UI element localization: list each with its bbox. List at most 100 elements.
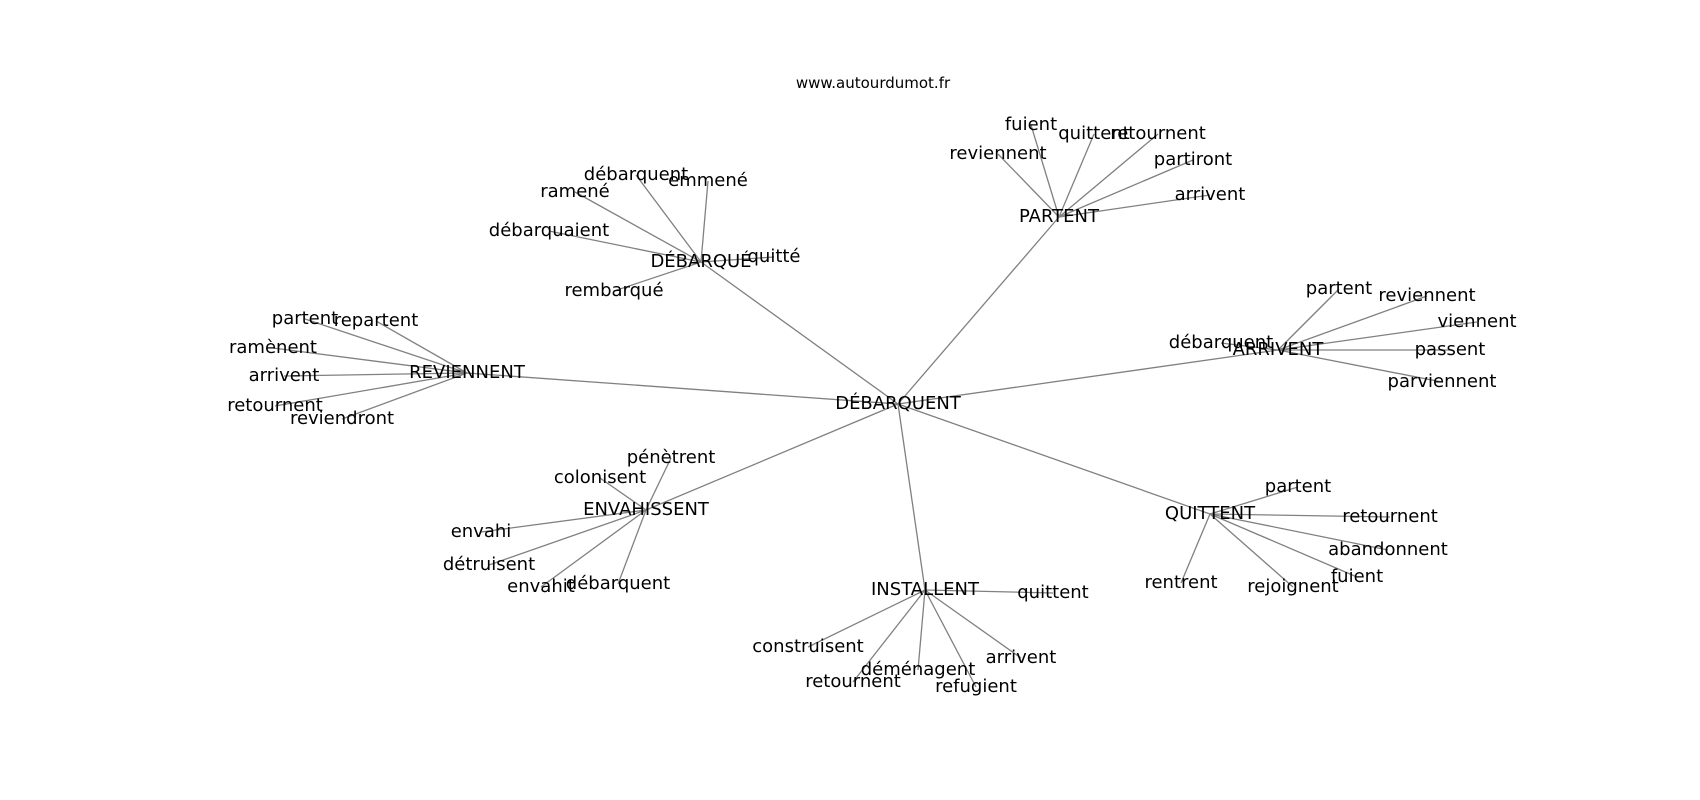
edge-arrivent-to-viennent xyxy=(1277,321,1478,351)
hub-word-partent[interactable]: PARTENT xyxy=(1019,206,1100,227)
leaf-word-quittent-rentrent[interactable]: rentrent xyxy=(1144,572,1217,593)
leaf-word-quittent-fuient[interactable]: fuient xyxy=(1331,566,1383,587)
leaf-word-partent-fuient[interactable]: fuient xyxy=(1005,114,1057,135)
edge-envahissent-to-envahi xyxy=(480,509,647,533)
leaf-word-reviennent-ramenent[interactable]: ramènent xyxy=(229,337,317,358)
edge-reviennent-to-arrivent xyxy=(283,372,468,377)
edge-partent-to-reviennent xyxy=(997,153,1060,218)
edge-installent-to-construisent xyxy=(807,589,926,648)
leaf-word-debarque-quitte[interactable]: quitté xyxy=(747,246,800,267)
edge-reviennent-to-repartent xyxy=(375,320,468,374)
leaf-word-reviennent-reviendront[interactable]: reviendront xyxy=(290,408,394,429)
edge-arrivent-to-parviennent xyxy=(1277,349,1443,383)
leaf-word-arrivent-viennent[interactable]: viennent xyxy=(1437,311,1516,332)
edge-installent-to-demenagent xyxy=(917,589,926,671)
leaf-word-partent-partiront[interactable]: partiront xyxy=(1154,149,1232,170)
leaf-word-partent-retournent[interactable]: retournent xyxy=(1110,123,1206,144)
edge-center-to-debarque xyxy=(700,261,899,405)
leaf-word-quittent-partent[interactable]: partent xyxy=(1265,476,1331,497)
edge-debarque-to-emmene xyxy=(700,180,709,263)
leaf-word-installent-refugient[interactable]: refugient xyxy=(935,676,1017,697)
edge-debarque-to-ramene xyxy=(574,191,702,263)
edge-center-to-arrivent xyxy=(897,349,1279,405)
edge-reviennent-to-ramenent xyxy=(272,347,468,374)
edge-quittent-to-rejoignent xyxy=(1209,513,1294,588)
center-word[interactable]: DÉBARQUENT xyxy=(835,392,962,414)
edge-quittent-to-rentrent xyxy=(1180,513,1211,584)
leaf-word-envahissent-envahi[interactable]: envahi xyxy=(451,521,512,542)
edge-envahissent-to-colonisent xyxy=(599,477,647,511)
graph-labels: www.autourdumot.fr DÉBARQUENT PARTENT fuie… xyxy=(227,74,1516,697)
hub-word-arrivent[interactable]: ARRIVENT xyxy=(1233,339,1325,360)
edge-quittent-to-retournent xyxy=(1209,513,1391,518)
leaf-word-envahissent-penetrent[interactable]: pénètrent xyxy=(627,447,716,468)
edge-center-to-envahissent xyxy=(645,403,899,511)
leaf-word-reviennent-partent[interactable]: partent xyxy=(272,308,338,329)
leaf-word-debarque-ramene[interactable]: ramené xyxy=(540,181,610,202)
leaf-word-debarque-emmene[interactable]: emmené xyxy=(668,170,748,191)
edge-center-to-quittent xyxy=(897,403,1211,515)
edge-partent-to-partiront xyxy=(1058,159,1194,218)
site-watermark: www.autourdumot.fr xyxy=(796,74,951,92)
edge-installent-to-arrivent xyxy=(924,589,1022,659)
edge-quittent-to-partent xyxy=(1209,486,1299,515)
leaf-word-partent-reviennent[interactable]: reviennent xyxy=(949,143,1046,164)
leaf-word-envahissent-debarquent[interactable]: débarquent xyxy=(566,573,670,594)
edge-quittent-to-abandonnent xyxy=(1209,513,1389,551)
leaf-word-installent-quittent[interactable]: quittent xyxy=(1017,582,1089,603)
leaf-word-quittent-retournent[interactable]: retournent xyxy=(1342,506,1438,527)
leaf-word-quittent-abandonnent[interactable]: abandonnent xyxy=(1328,539,1448,560)
edge-debarque-to-debarquent xyxy=(635,174,702,263)
edge-arrivent-to-debarquent xyxy=(1220,342,1279,351)
edge-partent-to-quittent xyxy=(1058,133,1095,218)
hub-word-quittent[interactable]: QUITTENT xyxy=(1165,503,1256,524)
leaf-word-arrivent-passent[interactable]: passent xyxy=(1415,339,1486,360)
edge-debarque-to-quitte xyxy=(700,256,775,263)
edge-reviennent-to-reviendront xyxy=(341,372,468,420)
edge-arrivent-to-partent xyxy=(1277,288,1340,351)
edge-installent-to-refugient xyxy=(924,589,977,688)
leaf-word-debarque-debarquaient[interactable]: débarquaient xyxy=(489,220,609,241)
leaf-word-quittent-rejoignent[interactable]: rejoignent xyxy=(1247,576,1338,597)
leaf-word-arrivent-parviennent[interactable]: parviennent xyxy=(1388,371,1497,392)
leaf-word-partent-arrivent[interactable]: arrivent xyxy=(1175,184,1246,205)
leaf-word-envahissent-colonisent[interactable]: colonisent xyxy=(554,467,646,488)
edge-installent-to-retournent xyxy=(852,589,926,683)
edge-envahissent-to-envahit xyxy=(540,509,647,588)
edge-debarque-to-debarquaient xyxy=(548,230,702,263)
leaf-word-installent-retournent[interactable]: retournent xyxy=(805,671,901,692)
edge-partent-to-arrivent xyxy=(1058,194,1211,218)
leaf-word-reviennent-repartent[interactable]: repartent xyxy=(334,310,419,331)
hub-word-reviennent[interactable]: REVIENNENT xyxy=(409,362,526,383)
leaf-word-arrivent-reviennent[interactable]: reviennent xyxy=(1378,285,1475,306)
leaf-word-debarque-rembarque[interactable]: rembarqué xyxy=(564,280,663,301)
leaf-word-installent-demenagent[interactable]: déménagent xyxy=(861,659,976,680)
edge-center-to-reviennent xyxy=(466,372,899,405)
leaf-word-arrivent-partent[interactable]: partent xyxy=(1306,278,1372,299)
edge-reviennent-to-retournent xyxy=(274,372,468,407)
leaf-word-installent-arrivent[interactable]: arrivent xyxy=(986,647,1057,668)
leaf-word-debarque-debarquent[interactable]: débarquent xyxy=(584,164,688,185)
graph-edges xyxy=(272,124,1478,688)
edge-arrivent-to-reviennent xyxy=(1277,295,1428,351)
edge-debarque-to-rembarque xyxy=(613,261,702,292)
edge-installent-to-quittent xyxy=(924,589,1054,594)
hub-word-debarque[interactable]: DÉBARQUÉ xyxy=(650,250,751,272)
leaf-word-installent-construisent[interactable]: construisent xyxy=(752,636,863,657)
edge-envahissent-to-detruisent xyxy=(488,509,647,566)
edge-center-to-installent xyxy=(897,403,926,591)
hub-word-installent[interactable]: INSTALLENT xyxy=(871,579,980,600)
leaf-word-envahissent-detruisent[interactable]: détruisent xyxy=(443,554,535,575)
leaf-word-partent-quittent[interactable]: quittent xyxy=(1058,123,1130,144)
leaf-word-envahissent-envahit[interactable]: envahit xyxy=(507,576,575,597)
leaf-word-reviennent-retournent[interactable]: retournent xyxy=(227,395,323,416)
edge-partent-to-retournent xyxy=(1058,133,1159,218)
edge-partent-to-fuient xyxy=(1030,124,1060,218)
leaf-word-arrivent-debarquent[interactable]: débarquent xyxy=(1169,332,1273,353)
edge-envahissent-to-debarquent xyxy=(617,509,647,585)
edge-envahissent-to-penetrent xyxy=(645,457,672,511)
hub-word-envahissent[interactable]: ENVAHISSENT xyxy=(583,499,710,520)
edge-center-to-partent xyxy=(897,216,1060,405)
leaf-word-reviennent-arrivent[interactable]: arrivent xyxy=(249,365,320,386)
